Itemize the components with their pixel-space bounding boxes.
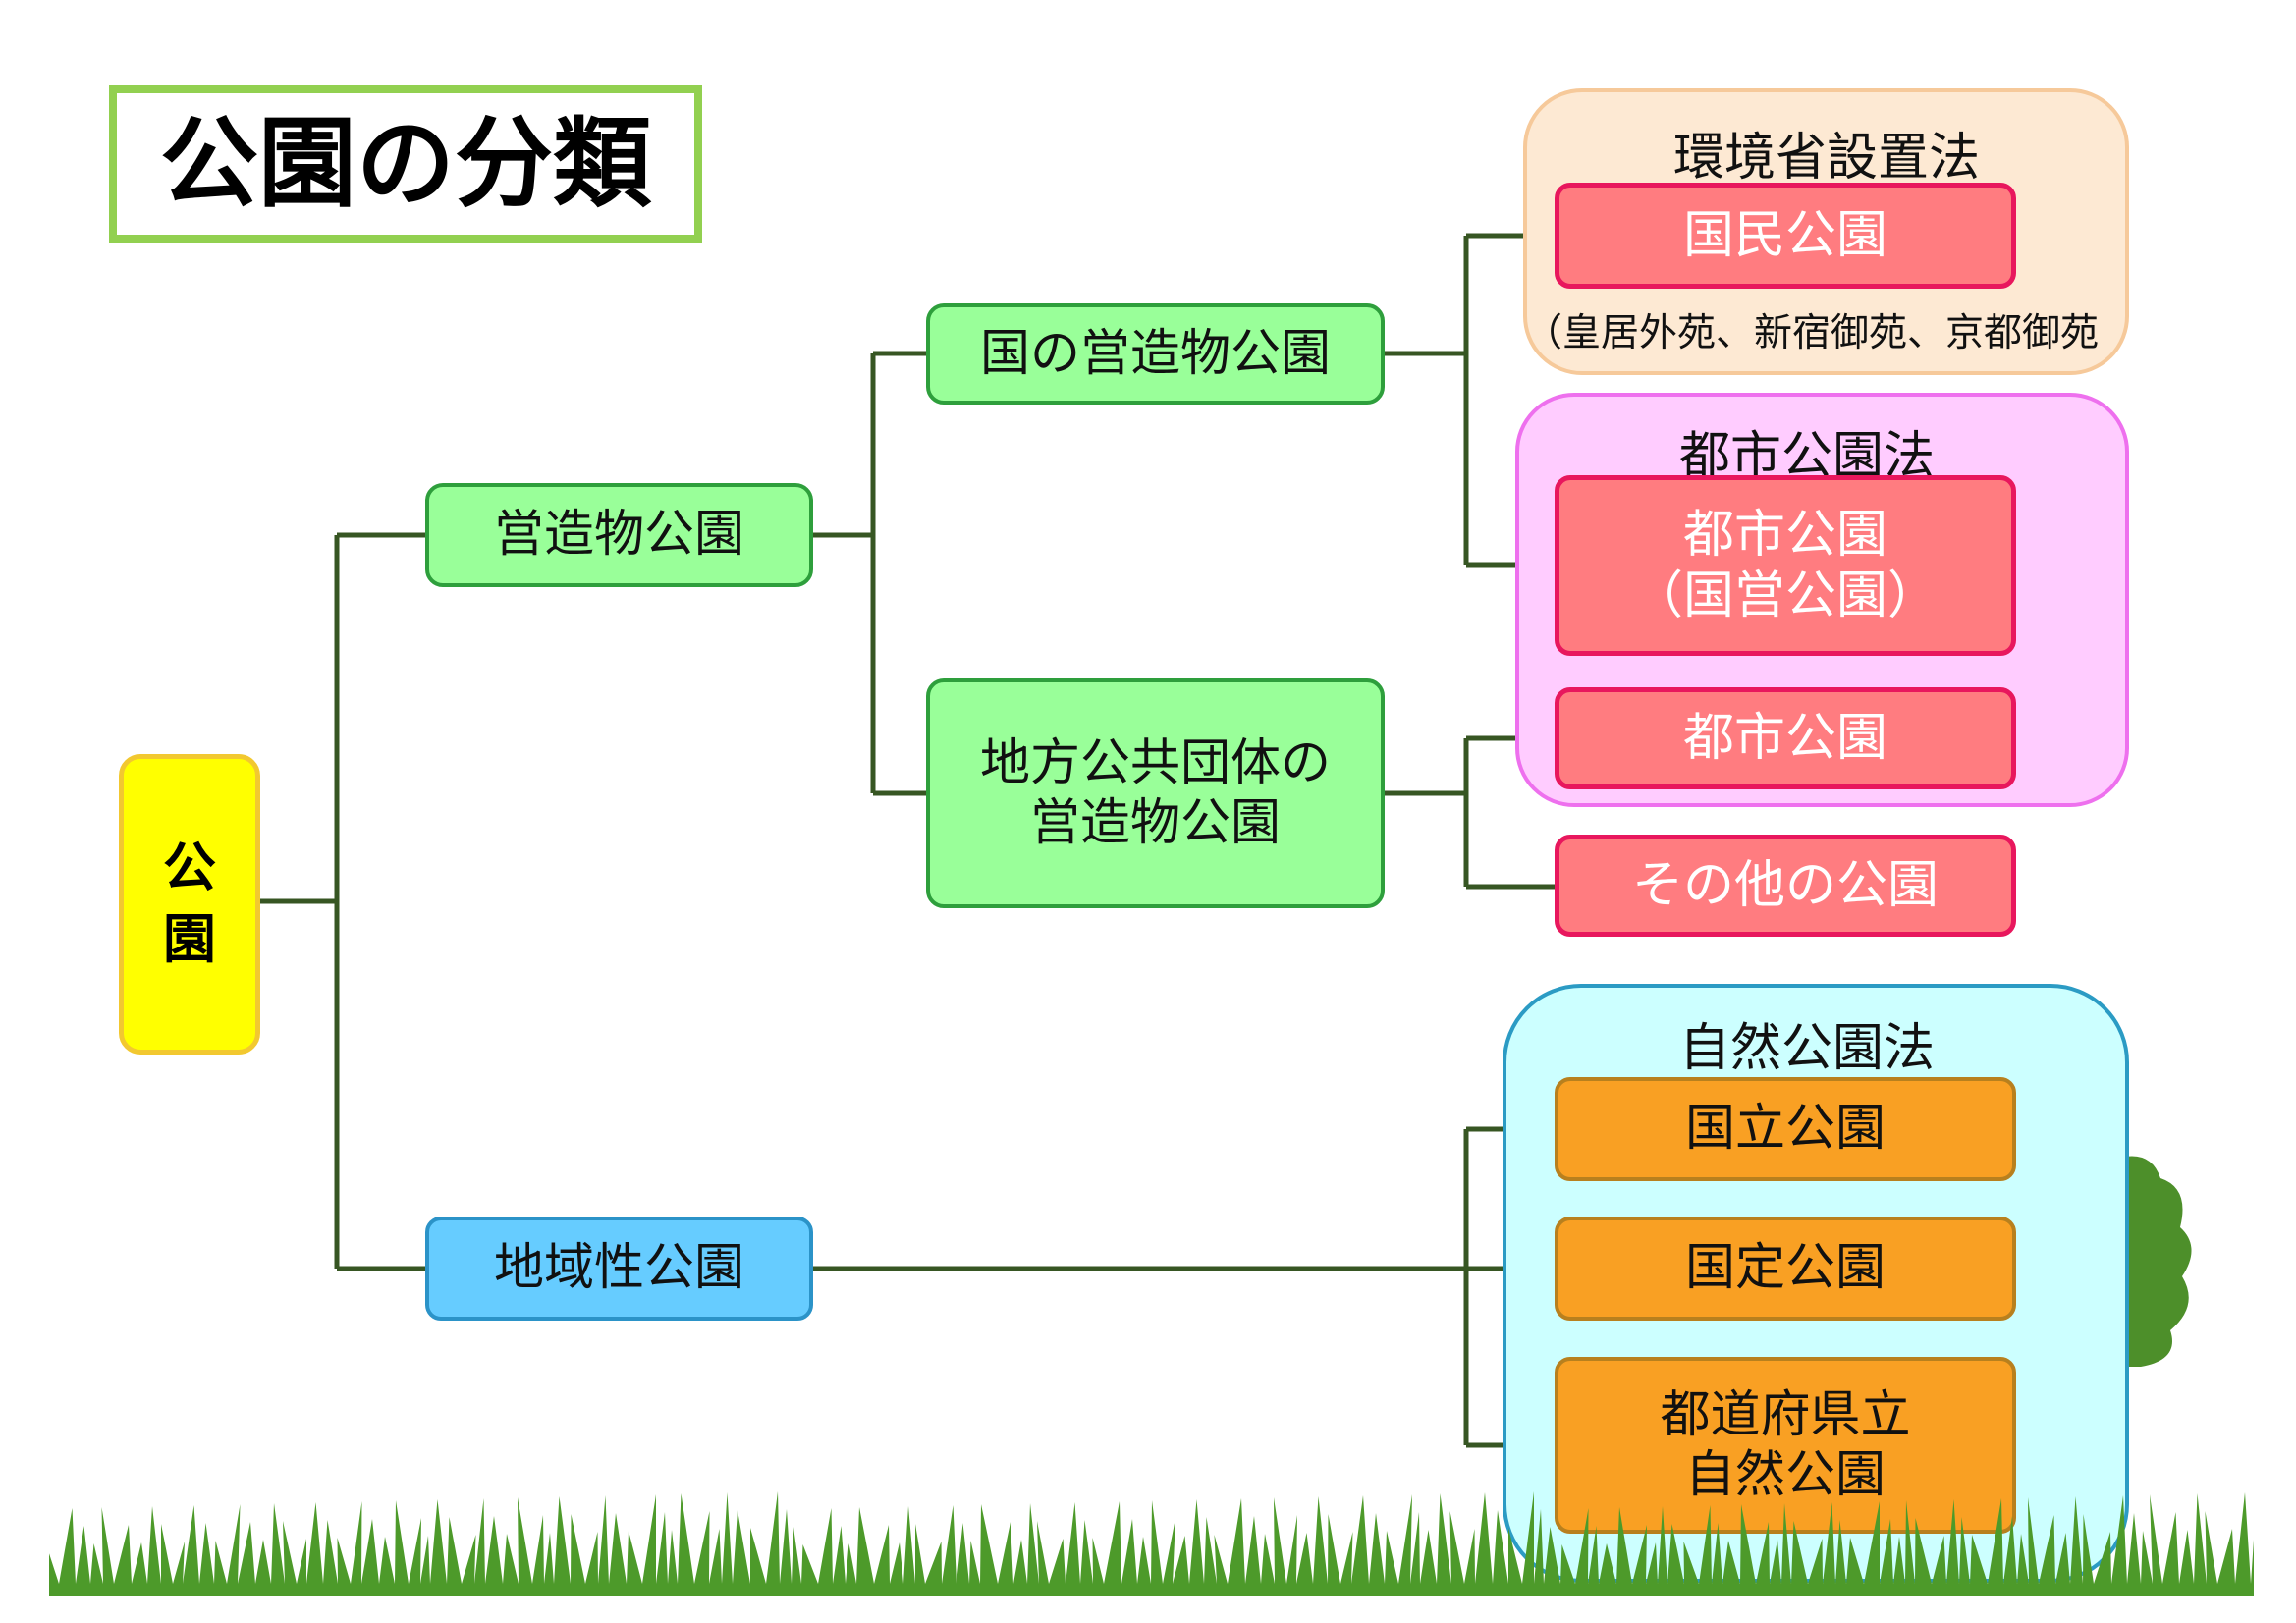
label-nature-law: 自然公園法 — [1678, 1019, 1935, 1078]
root-node-koen: 公 園 — [119, 754, 260, 1055]
connector-root — [260, 532, 425, 1271]
connector-chiho — [1385, 735, 1555, 890]
node-toshi-koen-kokuei: 都市公園 （国営公園） — [1555, 475, 2016, 656]
node-toshi-koen: 都市公園 — [1555, 687, 2016, 789]
node-chiikisei-koen: 地域性公園 — [425, 1217, 813, 1321]
node-chiho-eizobutsu-koen: 地方公共団体の 営造物公園 — [926, 678, 1385, 908]
tree-icon — [2116, 1156, 2192, 1367]
node-sonota-koen: その他の公園 — [1555, 835, 2016, 937]
diagram-title: 公園の分類 — [109, 85, 702, 243]
connector-kuni — [1385, 233, 1555, 568]
node-eizobutsu-koen: 営造物公園 — [425, 483, 813, 587]
node-todofuken-shizen-koen: 都道府県立 自然公園 — [1555, 1357, 2016, 1534]
grass-decoration — [49, 1491, 2254, 1596]
node-kokuritsu-koen: 国立公園 — [1555, 1077, 2016, 1181]
connector-chiikisei — [813, 1126, 1555, 1448]
note-kokumin-examples: （皇居外苑、新宿御苑、京都御苑 — [1524, 311, 2100, 355]
node-kokumin-koen: 国民公園 — [1555, 183, 2016, 289]
node-kuni-eizobutsu-koen: 国の営造物公園 — [926, 303, 1385, 405]
label-env-law: 環境省設置法 — [1672, 129, 1980, 188]
node-kokutei-koen: 国定公園 — [1555, 1217, 2016, 1321]
connector-eizobutsu — [813, 351, 926, 796]
grass-blades — [49, 1491, 2254, 1596]
